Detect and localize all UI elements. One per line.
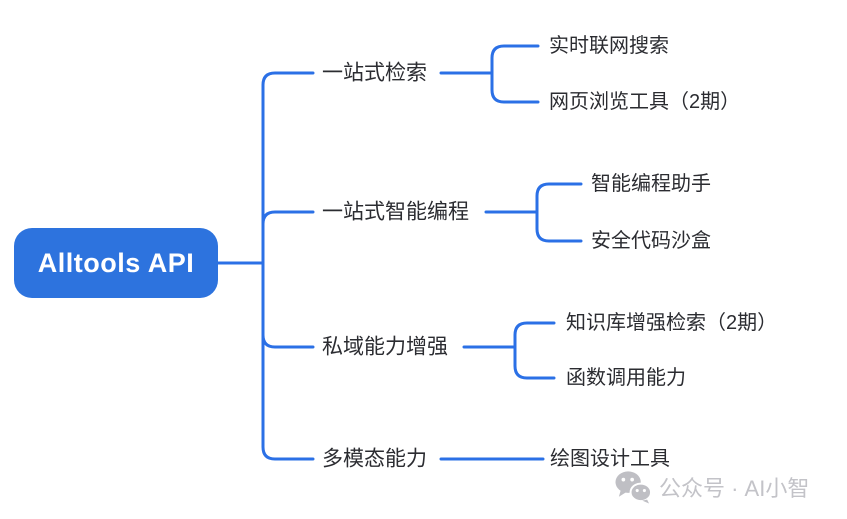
child-node-4-1[interactable]: 绘图设计工具 bbox=[550, 448, 670, 470]
connector-branch-4 bbox=[261, 261, 315, 461]
connector-branch-1-child-1 bbox=[490, 44, 540, 75]
child-node-2-2[interactable]: 安全代码沙盒 bbox=[591, 230, 711, 252]
connector-branch-3-child-2 bbox=[513, 345, 556, 380]
branch-node-3[interactable]: 私域能力增强 bbox=[322, 335, 448, 359]
connector-branch-2-child-2 bbox=[535, 210, 583, 243]
branch-node-1[interactable]: 一站式检索 bbox=[322, 61, 427, 85]
child-node-1-1[interactable]: 实时联网搜索 bbox=[549, 35, 669, 57]
connector-branch-2-child-1 bbox=[535, 182, 583, 214]
child-node-3-2[interactable]: 函数调用能力 bbox=[566, 367, 686, 389]
child-node-1-2[interactable]: 网页浏览工具（2期） bbox=[549, 91, 741, 113]
watermark-text: 公众号 · AI小智 bbox=[659, 476, 810, 501]
connector-branch-3-child-1 bbox=[513, 321, 556, 349]
connector-branch-3 bbox=[261, 261, 315, 349]
root-node[interactable]: Alltools API bbox=[14, 228, 218, 298]
watermark: 公众号 · AI小智 bbox=[615, 470, 809, 504]
branch-node-2[interactable]: 一站式智能编程 bbox=[322, 200, 469, 224]
connector-branch-1 bbox=[261, 71, 315, 265]
child-node-2-1[interactable]: 智能编程助手 bbox=[591, 173, 711, 195]
connector-branch-1-child-2 bbox=[490, 71, 540, 104]
wechat-icon bbox=[615, 471, 652, 504]
root-node-label: Alltools API bbox=[37, 247, 195, 278]
child-node-3-1[interactable]: 知识库增强检索（2期） bbox=[566, 312, 778, 334]
connector-branch-2 bbox=[261, 210, 315, 265]
branch-node-4[interactable]: 多模态能力 bbox=[322, 447, 427, 471]
